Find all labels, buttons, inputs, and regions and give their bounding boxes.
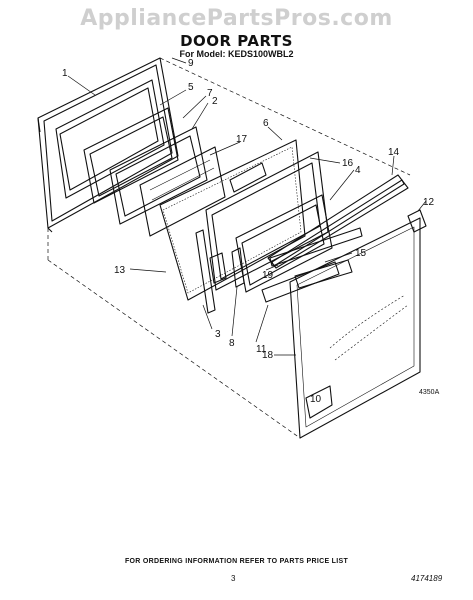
callout-8: 8 [229, 338, 235, 349]
callout-13: 13 [114, 265, 126, 276]
callout-19: 19 [262, 270, 274, 281]
callout-15: 15 [355, 248, 367, 259]
part-glass-frames [83, 107, 208, 225]
part-insulation [159, 139, 306, 301]
document-number: 4174189 [411, 574, 443, 583]
callout-6: 6 [263, 118, 269, 129]
part-outer-panel [289, 217, 421, 439]
part-vent-strips [261, 227, 363, 303]
callout-4: 4 [355, 165, 361, 176]
callout-1: 1 [62, 68, 68, 79]
model-subtitle: For Model: KEDS100WBL2 [179, 49, 294, 59]
part-handle-trim [267, 174, 409, 269]
page-title: DOOR PARTS [180, 32, 293, 50]
page-number: 3 [231, 574, 236, 583]
callout-9: 9 [188, 58, 194, 69]
callout-7: 7 [207, 88, 213, 99]
ordering-footer: FOR ORDERING INFORMATION REFER TO PARTS … [124, 558, 349, 565]
part-window-glass [139, 146, 226, 237]
watermark: AppliancePartsPros.com [80, 6, 393, 31]
part-outer-frame [37, 57, 179, 233]
callout-18: 18 [262, 350, 274, 361]
part-brackets [195, 229, 245, 314]
figure-code: 4350A [419, 389, 440, 396]
callout-5: 5 [188, 82, 194, 93]
callout-17: 17 [236, 134, 248, 145]
part-hinge-clip [407, 209, 427, 233]
callout-14: 14 [388, 147, 400, 158]
callout-12: 12 [423, 197, 435, 208]
callout-11: 11 [256, 344, 267, 355]
callout-2: 2 [212, 96, 218, 107]
callout-3: 3 [215, 329, 221, 340]
callout-16: 16 [342, 158, 354, 169]
callout-10: 10 [310, 394, 322, 405]
